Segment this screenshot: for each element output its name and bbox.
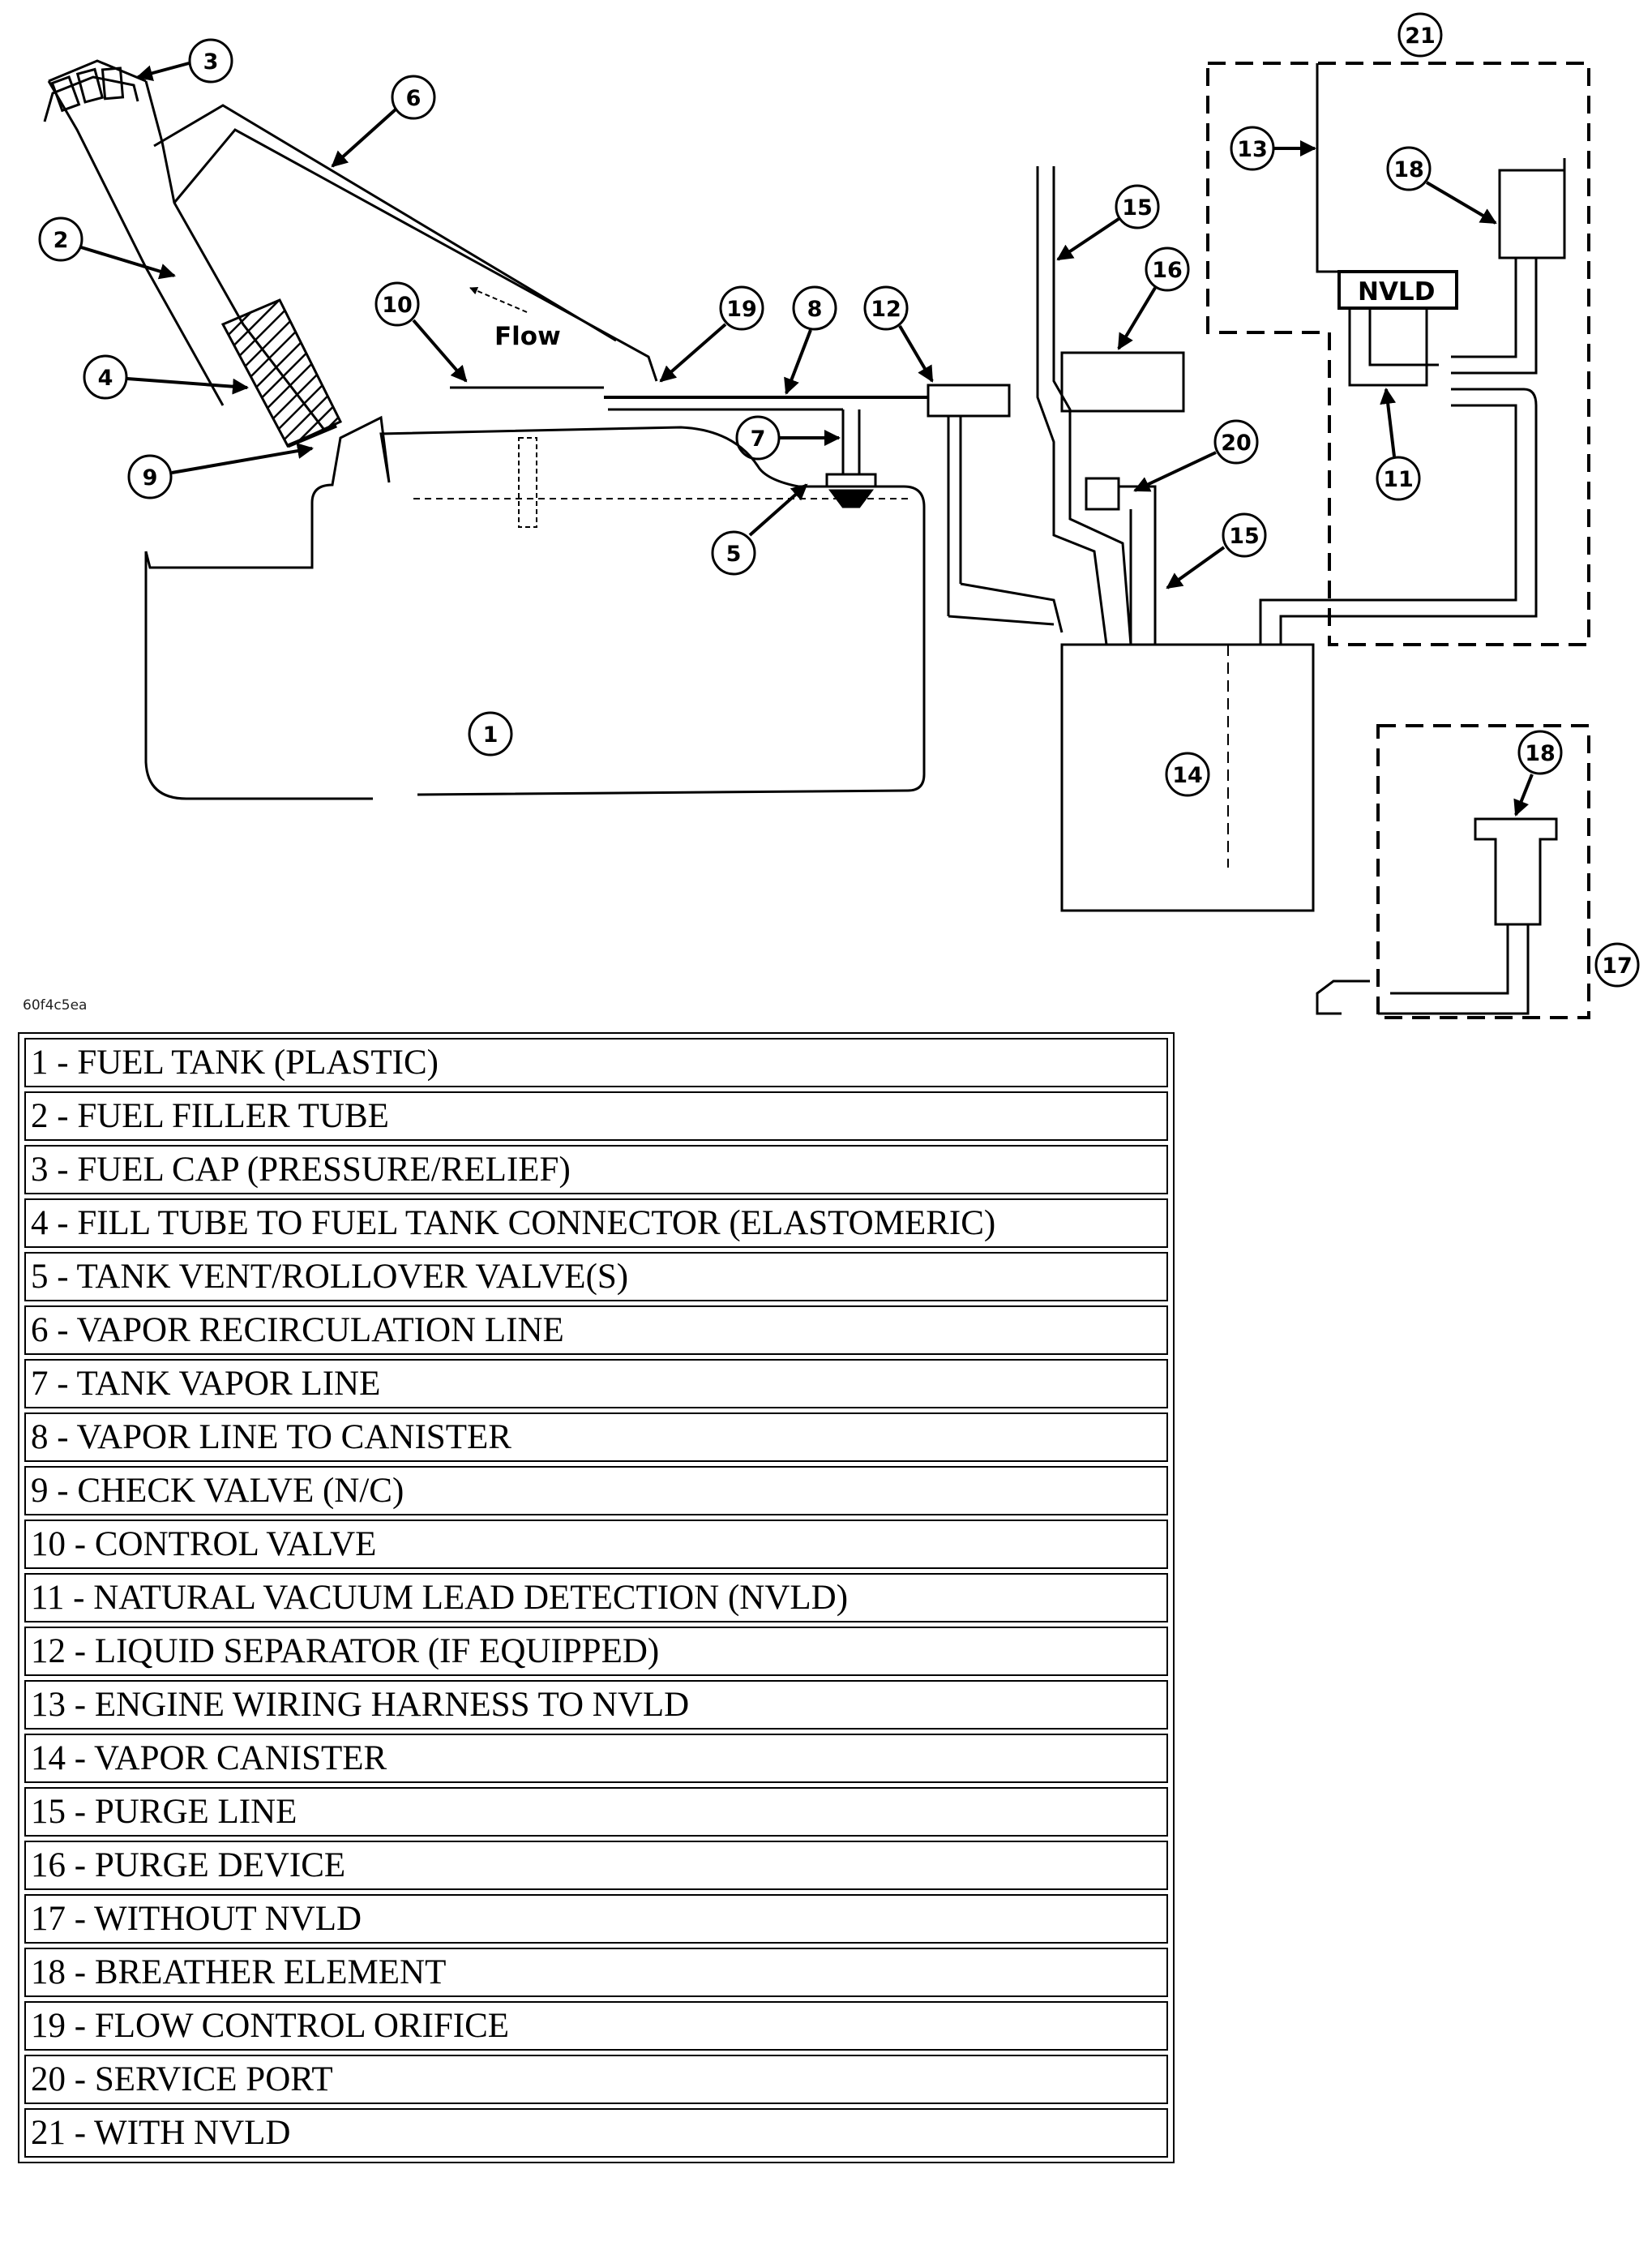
- legend-item: 17 - WITHOUT NVLD: [24, 1894, 1168, 1944]
- callout-number: 9: [143, 465, 158, 491]
- legend-item: 11 - NATURAL VACUUM LEAD DETECTION (NVLD…: [24, 1573, 1168, 1622]
- vapor-lines: [450, 384, 1064, 633]
- callout-15b: 15: [1166, 512, 1267, 589]
- nvld-label: NVLD: [1358, 277, 1435, 306]
- callout-number: 14: [1172, 763, 1203, 788]
- callout-number: 12: [871, 297, 901, 322]
- callout-number: 5: [726, 542, 742, 567]
- callout-11: 11: [1376, 388, 1421, 501]
- callout-18: 18: [1386, 146, 1497, 225]
- callout-18b: 18: [1513, 730, 1563, 817]
- callout-12: 12: [863, 285, 934, 383]
- legend-item: 7 - TANK VAPOR LINE: [24, 1359, 1168, 1408]
- callout-7: 7: [735, 415, 841, 461]
- legend-item: 3 - FUEL CAP (PRESSURE/RELIEF): [24, 1145, 1168, 1194]
- legend-item: 15 - PURGE LINE: [24, 1787, 1168, 1837]
- callout-number: 15: [1122, 195, 1153, 221]
- legend-item: 10 - CONTROL VALVE: [24, 1520, 1168, 1569]
- callout-number: 7: [751, 427, 766, 452]
- callout-4: 4: [83, 354, 249, 400]
- callout-9: 9: [127, 443, 314, 499]
- fuel-cap: [43, 66, 139, 122]
- callout-10: 10: [374, 281, 468, 383]
- figure-id: 60f4c5ea: [23, 997, 88, 1014]
- callout-number: 1: [483, 722, 499, 748]
- without-nvld-box: [1316, 724, 1590, 1019]
- callout-number: 13: [1237, 137, 1268, 162]
- callout-number: 2: [53, 228, 69, 253]
- legend-item: 8 - VAPOR LINE TO CANISTER: [24, 1412, 1168, 1462]
- callout-number: 6: [406, 86, 422, 111]
- callout-1: 1: [468, 711, 513, 757]
- callout-20: 20: [1133, 419, 1259, 492]
- callout-21: 21: [1397, 12, 1443, 58]
- callout-13: 13: [1230, 126, 1316, 171]
- callout-number: 20: [1221, 431, 1252, 456]
- fuel-filler-tube: [47, 59, 658, 431]
- legend-item: 13 - ENGINE WIRING HARNESS TO NVLD: [24, 1680, 1168, 1730]
- fill-tube-connector: [220, 298, 343, 448]
- callout-2: 2: [38, 216, 176, 280]
- callout-6: 6: [331, 75, 436, 168]
- with-nvld-box: NVLD: [1206, 62, 1590, 646]
- callout-number: 11: [1383, 467, 1414, 492]
- fuel-tank: [144, 415, 926, 800]
- callout-number: 16: [1152, 258, 1183, 283]
- callout-8: 8: [784, 285, 837, 395]
- legend-item: 21 - WITH NVLD: [24, 2108, 1168, 2158]
- legend-item: 16 - PURGE DEVICE: [24, 1841, 1168, 1890]
- legend-table: 1 - FUEL TANK (PLASTIC) 2 - FUEL FILLER …: [18, 1032, 1175, 2163]
- callout-14: 14: [1165, 752, 1210, 797]
- legend-item: 6 - VAPOR RECIRCULATION LINE: [24, 1305, 1168, 1355]
- vapor-canister: [1060, 643, 1315, 912]
- callout-number: 15: [1229, 524, 1260, 549]
- callout-16: 16: [1117, 246, 1190, 350]
- callout-number: 10: [382, 293, 413, 318]
- callout-17: 17: [1594, 942, 1640, 988]
- legend-item: 18 - BREATHER ELEMENT: [24, 1948, 1168, 1997]
- legend-item: 9 - CHECK VALVE (N/C): [24, 1466, 1168, 1515]
- callout-number: 18: [1393, 157, 1424, 182]
- callout-number: 18: [1525, 741, 1556, 766]
- legend-item: 5 - TANK VENT/ROLLOVER VALVE(S): [24, 1252, 1168, 1301]
- callout-15: 15: [1056, 184, 1160, 261]
- callout-3: 3: [136, 38, 233, 84]
- callout-19: 19: [659, 285, 764, 383]
- evap-system-diagram: NVLD Flow 1 2 3 4 5: [38, 12, 1640, 1019]
- callout-number: 3: [203, 49, 219, 75]
- callout-number: 4: [98, 366, 113, 391]
- legend-item: 4 - FILL TUBE TO FUEL TANK CONNECTOR (EL…: [24, 1198, 1168, 1248]
- purge-system: [1036, 166, 1185, 645]
- legend-item: 2 - FUEL FILLER TUBE: [24, 1091, 1168, 1141]
- legend-item: 20 - SERVICE PORT: [24, 2055, 1168, 2104]
- callout-number: 8: [807, 297, 823, 322]
- callout-number: 19: [726, 297, 757, 322]
- legend-item: 12 - LIQUID SEPARATOR (IF EQUIPPED): [24, 1627, 1168, 1676]
- callout-5: 5: [711, 483, 808, 576]
- check-valve: [287, 423, 337, 448]
- legend-item: 14 - VAPOR CANISTER: [24, 1734, 1168, 1783]
- callout-number: 21: [1405, 24, 1436, 49]
- callout-number: 17: [1602, 954, 1633, 979]
- legend-item: 1 - FUEL TANK (PLASTIC): [24, 1038, 1168, 1087]
- legend-item: 19 - FLOW CONTROL ORIFICE: [24, 2001, 1168, 2051]
- flow-label: Flow: [494, 322, 561, 351]
